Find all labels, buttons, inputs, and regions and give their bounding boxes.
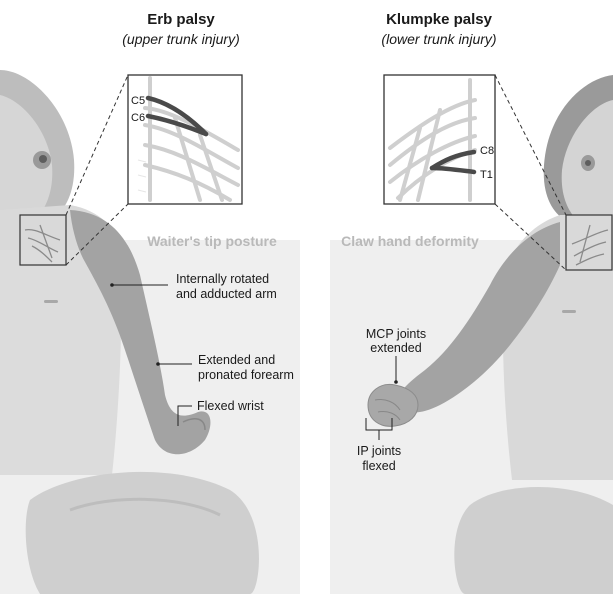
erb-inset: C5 C6 xyxy=(128,75,242,204)
klumpke-mcp-label-1: MCP joints xyxy=(366,327,426,341)
klumpke-hand xyxy=(368,384,418,426)
klumpke-ip-label-1: IP joints xyxy=(357,444,401,458)
klumpke-title: Klumpke palsy xyxy=(386,11,493,28)
erb-panel: C5 C6 Erb palsy (upper trunk injury) Wai… xyxy=(0,11,300,594)
erb-nipple xyxy=(44,300,58,303)
erb-c6-label: C6 xyxy=(131,112,145,124)
klumpke-diaper xyxy=(454,487,613,594)
klumpke-inset: C8 T1 xyxy=(384,75,495,204)
erb-subtitle: (upper trunk injury) xyxy=(122,31,240,47)
erb-c5-label: C5 xyxy=(131,95,145,107)
erb-diaper xyxy=(26,472,259,594)
erb-arm-label-2: and adducted arm xyxy=(176,287,277,301)
panel-divider xyxy=(300,240,330,594)
erb-title: Erb palsy xyxy=(147,11,215,28)
erb-forearm-label-2: pronated forearm xyxy=(198,368,294,382)
erb-arm-label-1: Internally rotated xyxy=(176,272,269,286)
erb-wrist-label: Flexed wrist xyxy=(197,399,264,413)
klumpke-posture-label: Claw hand deformity xyxy=(341,233,479,249)
erb-forearm-label-1: Extended and xyxy=(198,353,275,367)
klumpke-mcp-label-2: extended xyxy=(370,341,421,355)
klumpke-t1-label: T1 xyxy=(480,169,493,181)
klumpke-nipple xyxy=(562,310,576,313)
klumpke-panel: C8 T1 Klumpke palsy (lower trunk injury)… xyxy=(330,11,613,594)
klumpke-ip-label-2: flexed xyxy=(362,459,395,473)
klumpke-c8-label: C8 xyxy=(480,145,494,157)
klumpke-subtitle: (lower trunk injury) xyxy=(381,31,496,47)
erb-posture-label: Waiter's tip posture xyxy=(147,233,277,249)
